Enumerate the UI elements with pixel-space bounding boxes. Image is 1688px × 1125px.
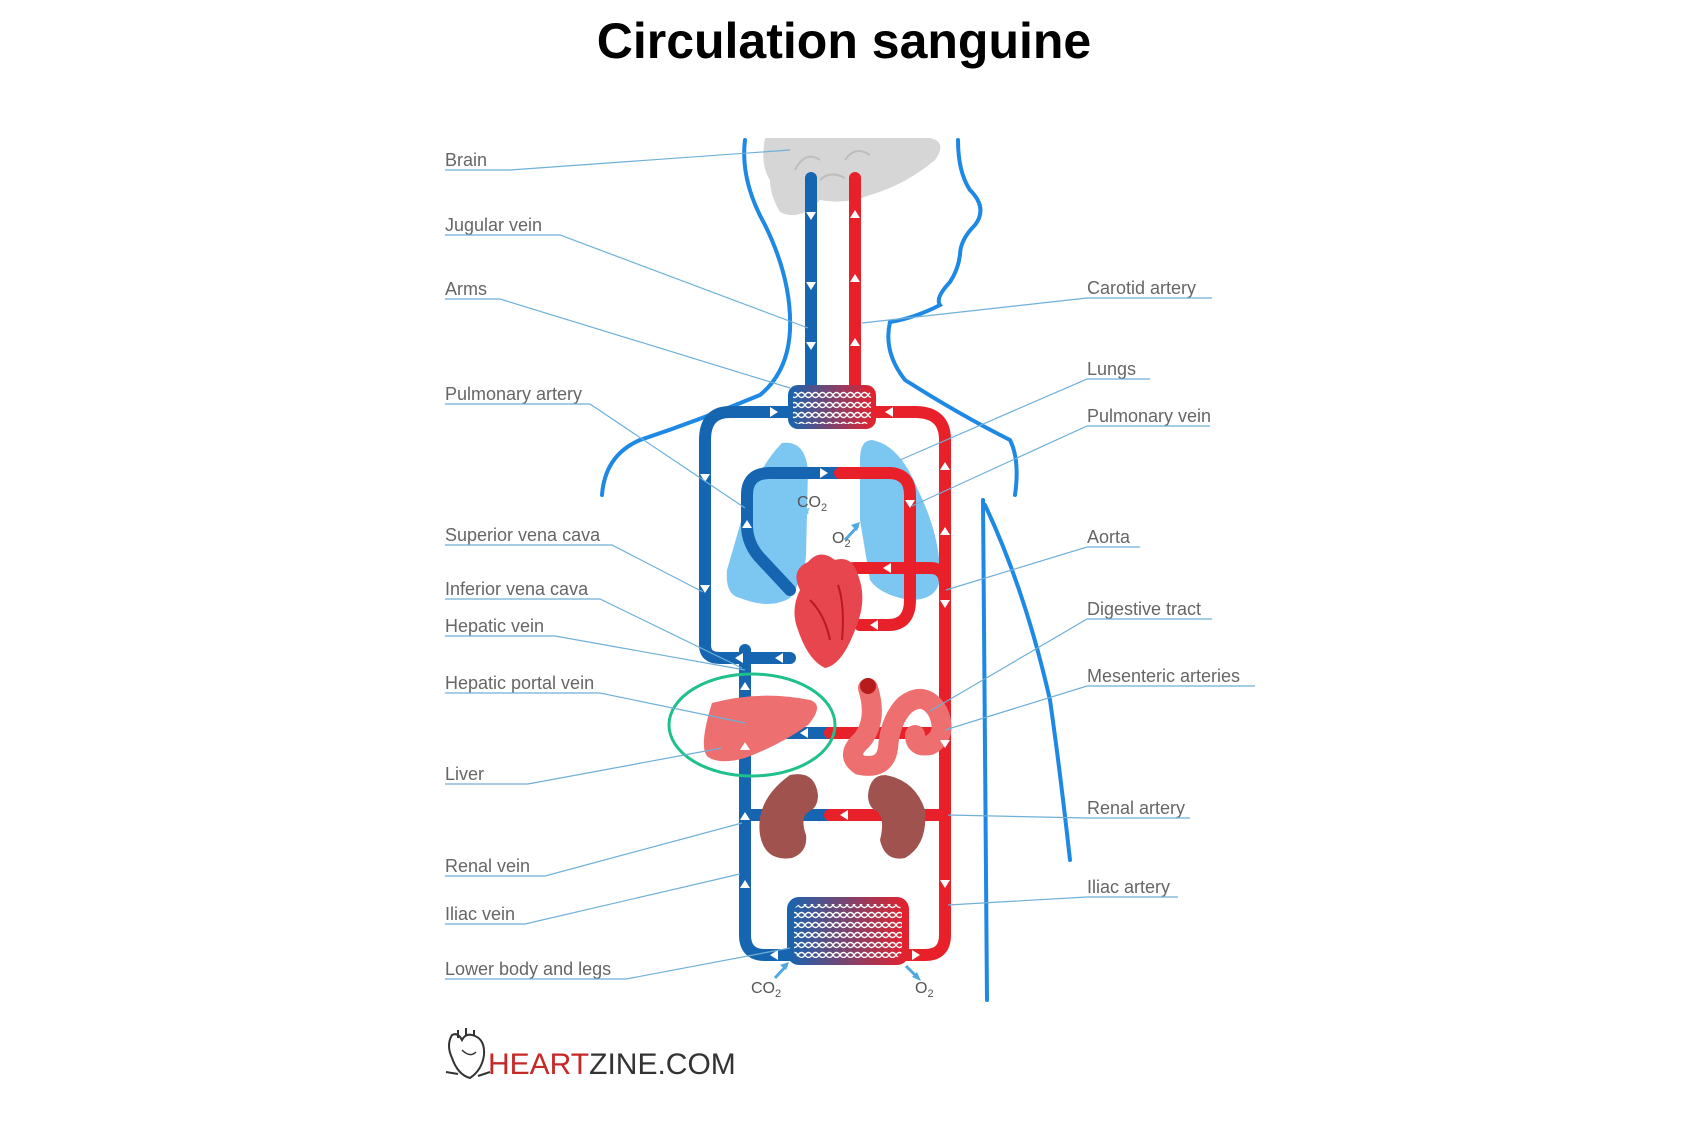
- label-iliac-artery: Iliac artery: [1087, 877, 1170, 897]
- arms-vein-vessel: [699, 406, 796, 664]
- label-brain: Brain: [445, 150, 487, 170]
- label-iliac-vein: Iliac vein: [445, 904, 515, 924]
- label-renal-artery: Renal artery: [1087, 798, 1185, 818]
- digestive-tract-shape: [843, 678, 952, 776]
- right-kidney: [868, 775, 926, 859]
- label-aorta: Aorta: [1087, 527, 1131, 547]
- left-kidney: [759, 774, 818, 859]
- pulmonary-vein-vessel: [834, 467, 916, 631]
- label-liver: Liver: [445, 764, 484, 784]
- co2-label-lower: CO2: [751, 980, 781, 1000]
- body-outline-side: [983, 503, 1072, 862]
- right-lung: [860, 440, 940, 600]
- label-renal-vein: Renal vein: [445, 856, 530, 876]
- heartzine-logo: HEARTZINE.COM: [445, 1028, 736, 1081]
- label-lower-body-legs: Lower body and legs: [445, 959, 611, 979]
- label-lungs: Lungs: [1087, 359, 1136, 379]
- label-hepatic-vein: Hepatic vein: [445, 616, 544, 636]
- label-arms: Arms: [445, 279, 487, 299]
- label-carotid-artery: Carotid artery: [1087, 278, 1196, 298]
- inferior-vena-cava-vessel: [739, 644, 801, 961]
- flow-arrows: [700, 210, 950, 960]
- co2-label-lungs: CO2: [797, 494, 827, 514]
- liver-shape: [703, 695, 818, 762]
- labels-right: Carotid artery Lungs Pulmonary vein Aort…: [861, 278, 1255, 906]
- body-outline-right: [886, 138, 1019, 497]
- highlight-circle: [667, 672, 837, 778]
- o2-label-lower: O2: [915, 980, 934, 1000]
- left-lung: [726, 442, 808, 604]
- diagram-title: Circulation sanguine: [596, 13, 1092, 69]
- arms-artery-vessel: [869, 406, 951, 961]
- label-jugular-vein: Jugular vein: [445, 215, 542, 235]
- logo-wordmark: HEARTZINE.COM: [488, 1048, 736, 1081]
- body-outline-left: [600, 138, 793, 497]
- label-digestive-tract: Digestive tract: [1087, 599, 1201, 619]
- label-superior-vena-cava: Superior vena cava: [445, 525, 601, 545]
- label-mesenteric-arteries: Mesenteric arteries: [1087, 666, 1240, 686]
- body-outline-leg: [981, 498, 989, 1002]
- label-pulmonary-artery: Pulmonary artery: [445, 384, 582, 404]
- heart-shape: [794, 554, 863, 668]
- label-pulmonary-vein: Pulmonary vein: [1087, 406, 1211, 426]
- o2-label-lungs: O2: [832, 530, 851, 550]
- label-hepatic-portal-vein: Hepatic portal vein: [445, 673, 594, 693]
- gas-arrows: [773, 508, 921, 981]
- pulmonary-artery-vessel: [741, 467, 846, 596]
- label-inferior-vena-cava: Inferior vena cava: [445, 579, 589, 599]
- labels-left: Brain Jugular vein Arms Pulmonary artery…: [445, 149, 809, 980]
- heart-logo-icon: [445, 1028, 491, 1080]
